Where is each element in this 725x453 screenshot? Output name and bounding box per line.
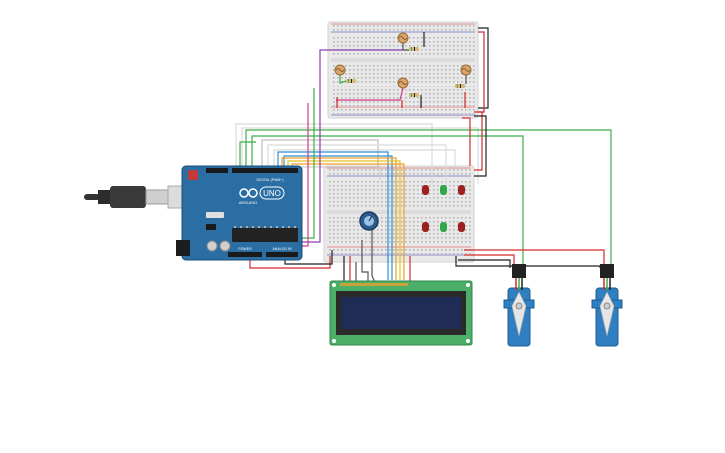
servo-icon bbox=[503, 264, 535, 347]
arduino-board: UNO ARDUINO DIGITAL (PWM~) ANALOG IN POW… bbox=[176, 165, 303, 261]
arduino-uno-label: UNO bbox=[263, 189, 281, 198]
led-icon bbox=[440, 185, 447, 195]
led-icon bbox=[458, 222, 465, 232]
led-icon bbox=[422, 185, 429, 195]
main-breadboard bbox=[323, 165, 475, 263]
led-icon bbox=[440, 222, 447, 232]
servo-wires bbox=[515, 278, 611, 290]
wiring bbox=[235, 88, 612, 285]
photoresistor-icon bbox=[460, 64, 472, 76]
resistor-icon bbox=[409, 47, 419, 51]
photoresistor-icon bbox=[397, 77, 409, 89]
resistor-icon bbox=[409, 93, 419, 97]
lcd-icon bbox=[329, 280, 473, 346]
photoresistor-icon bbox=[334, 64, 346, 76]
led-icon bbox=[458, 185, 465, 195]
arduino-digital-label: DIGITAL (PWM~) bbox=[256, 178, 283, 182]
resistor-icon bbox=[455, 84, 465, 88]
photoresistor-icon bbox=[397, 32, 409, 44]
arduino-analog-label: ANALOG IN bbox=[272, 247, 292, 251]
arduino-logo-icon bbox=[239, 188, 258, 198]
usb-cable-icon bbox=[84, 185, 187, 209]
resistor-icon bbox=[346, 79, 356, 83]
arduino-logo-text: ARDUINO bbox=[239, 200, 257, 205]
top-breadboard-wires bbox=[319, 27, 489, 113]
arduino-power-label: POWER bbox=[238, 247, 252, 251]
led-icon bbox=[422, 222, 429, 232]
servo-icon bbox=[591, 264, 623, 347]
potentiometer-icon bbox=[359, 211, 379, 231]
